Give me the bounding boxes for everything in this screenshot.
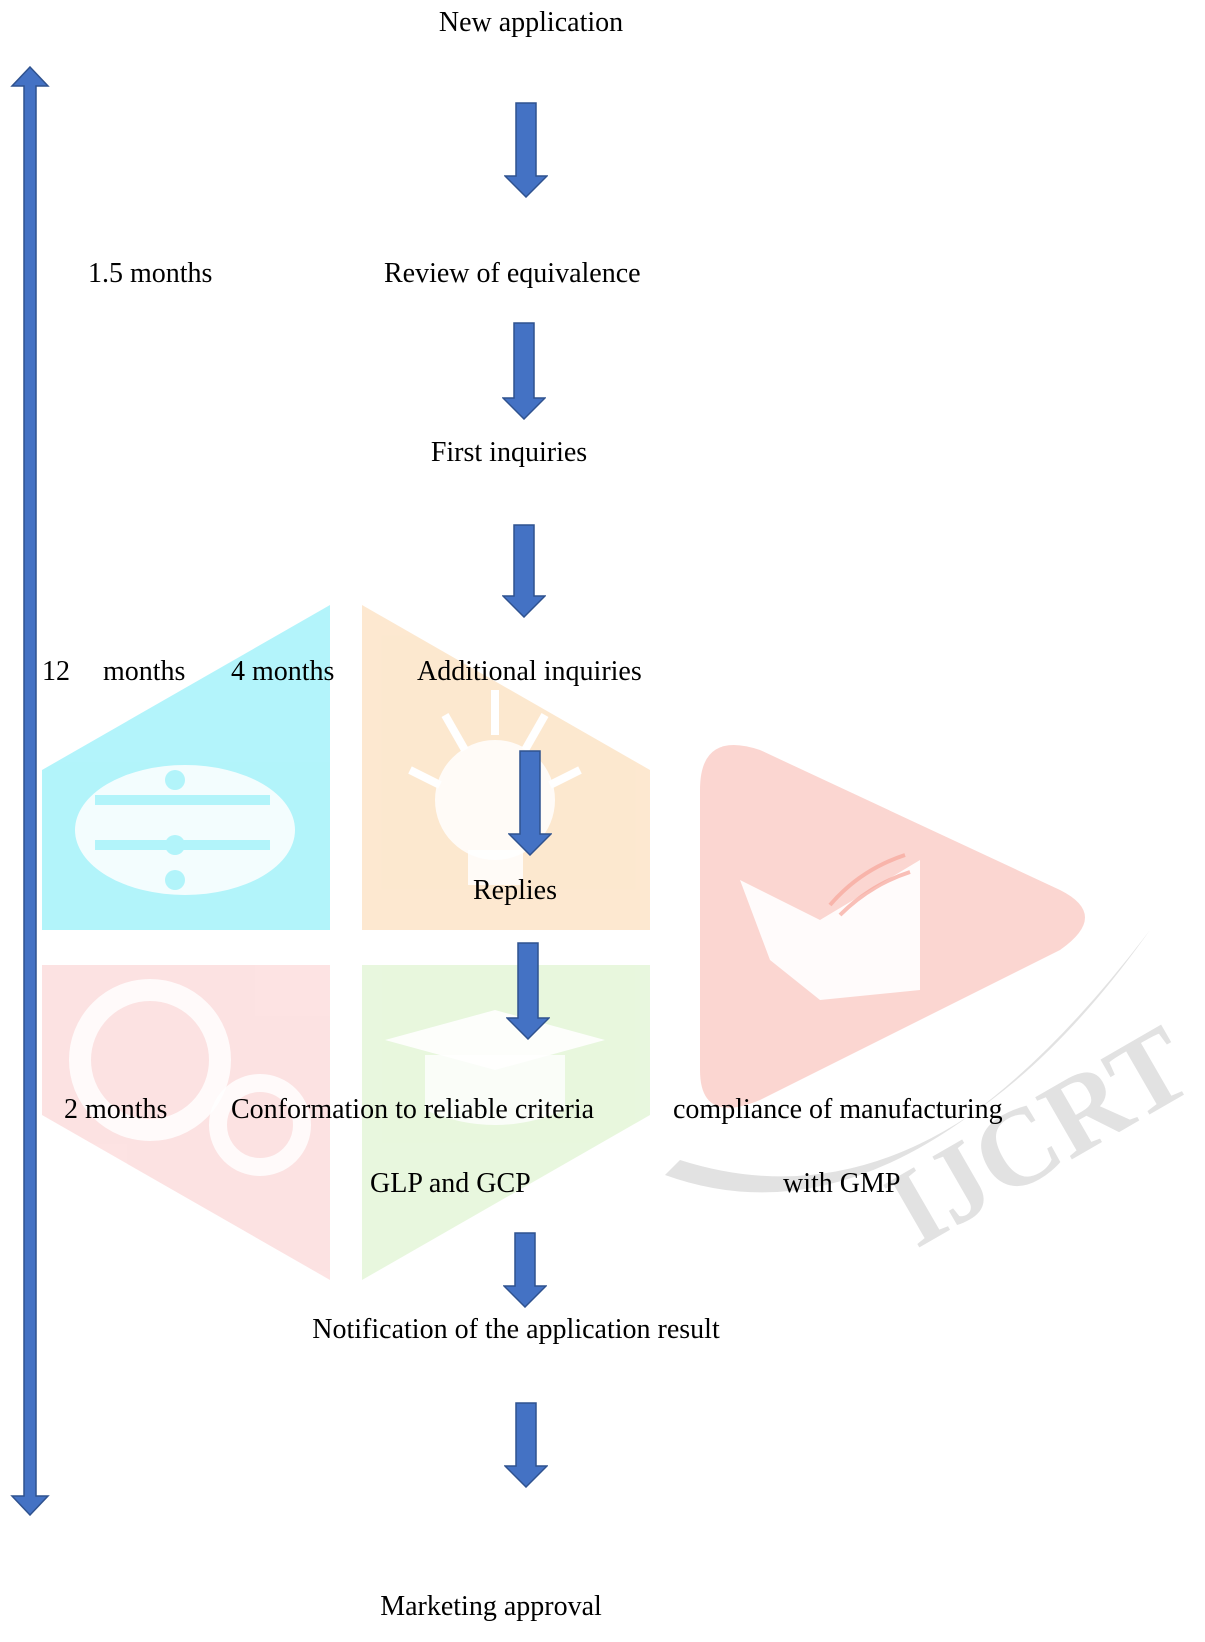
step-notification: Notification of the application result	[312, 1314, 720, 1345]
step-new-application: New application	[438, 7, 624, 38]
step-conformation-line1: Conformation to reliable criteria	[231, 1094, 595, 1125]
step-replies: Replies	[473, 875, 557, 906]
graduation-cap-icon	[362, 965, 650, 1280]
down-arrow-icon	[502, 322, 546, 420]
gears-icon	[42, 965, 330, 1280]
double-headed-arrow-icon	[10, 66, 50, 1516]
down-arrow-icon	[506, 942, 550, 1040]
duration-conformation: 2 months	[64, 1094, 168, 1125]
step-marketing-approval: Marketing approval	[380, 1591, 602, 1622]
step-compliance-line2: with GMP	[783, 1168, 901, 1199]
watermark-text: IJCRT	[867, 1001, 1205, 1270]
duration-review: 1.5 months	[88, 258, 213, 289]
cloud-circuit-icon	[42, 605, 330, 930]
down-arrow-icon	[504, 1402, 548, 1488]
down-arrow-icon	[503, 1232, 547, 1308]
duration-total-unit: months	[103, 656, 186, 687]
down-arrow-icon	[504, 102, 548, 198]
step-first-inquiries: First inquiries	[430, 437, 588, 468]
step-review-of-equivalence: Review of equivalence	[384, 258, 641, 289]
open-book-icon	[700, 745, 1085, 1108]
step-compliance-line1: compliance of manufacturing	[673, 1094, 1003, 1125]
down-arrow-icon	[502, 524, 546, 618]
step-conformation-line2: GLP and GCP	[370, 1168, 531, 1199]
step-additional-inquiries: Additional inquiries	[417, 656, 642, 687]
duration-inquiries: 4 months	[231, 656, 335, 687]
down-arrow-icon	[508, 750, 552, 856]
duration-total-number: 12	[42, 656, 70, 687]
